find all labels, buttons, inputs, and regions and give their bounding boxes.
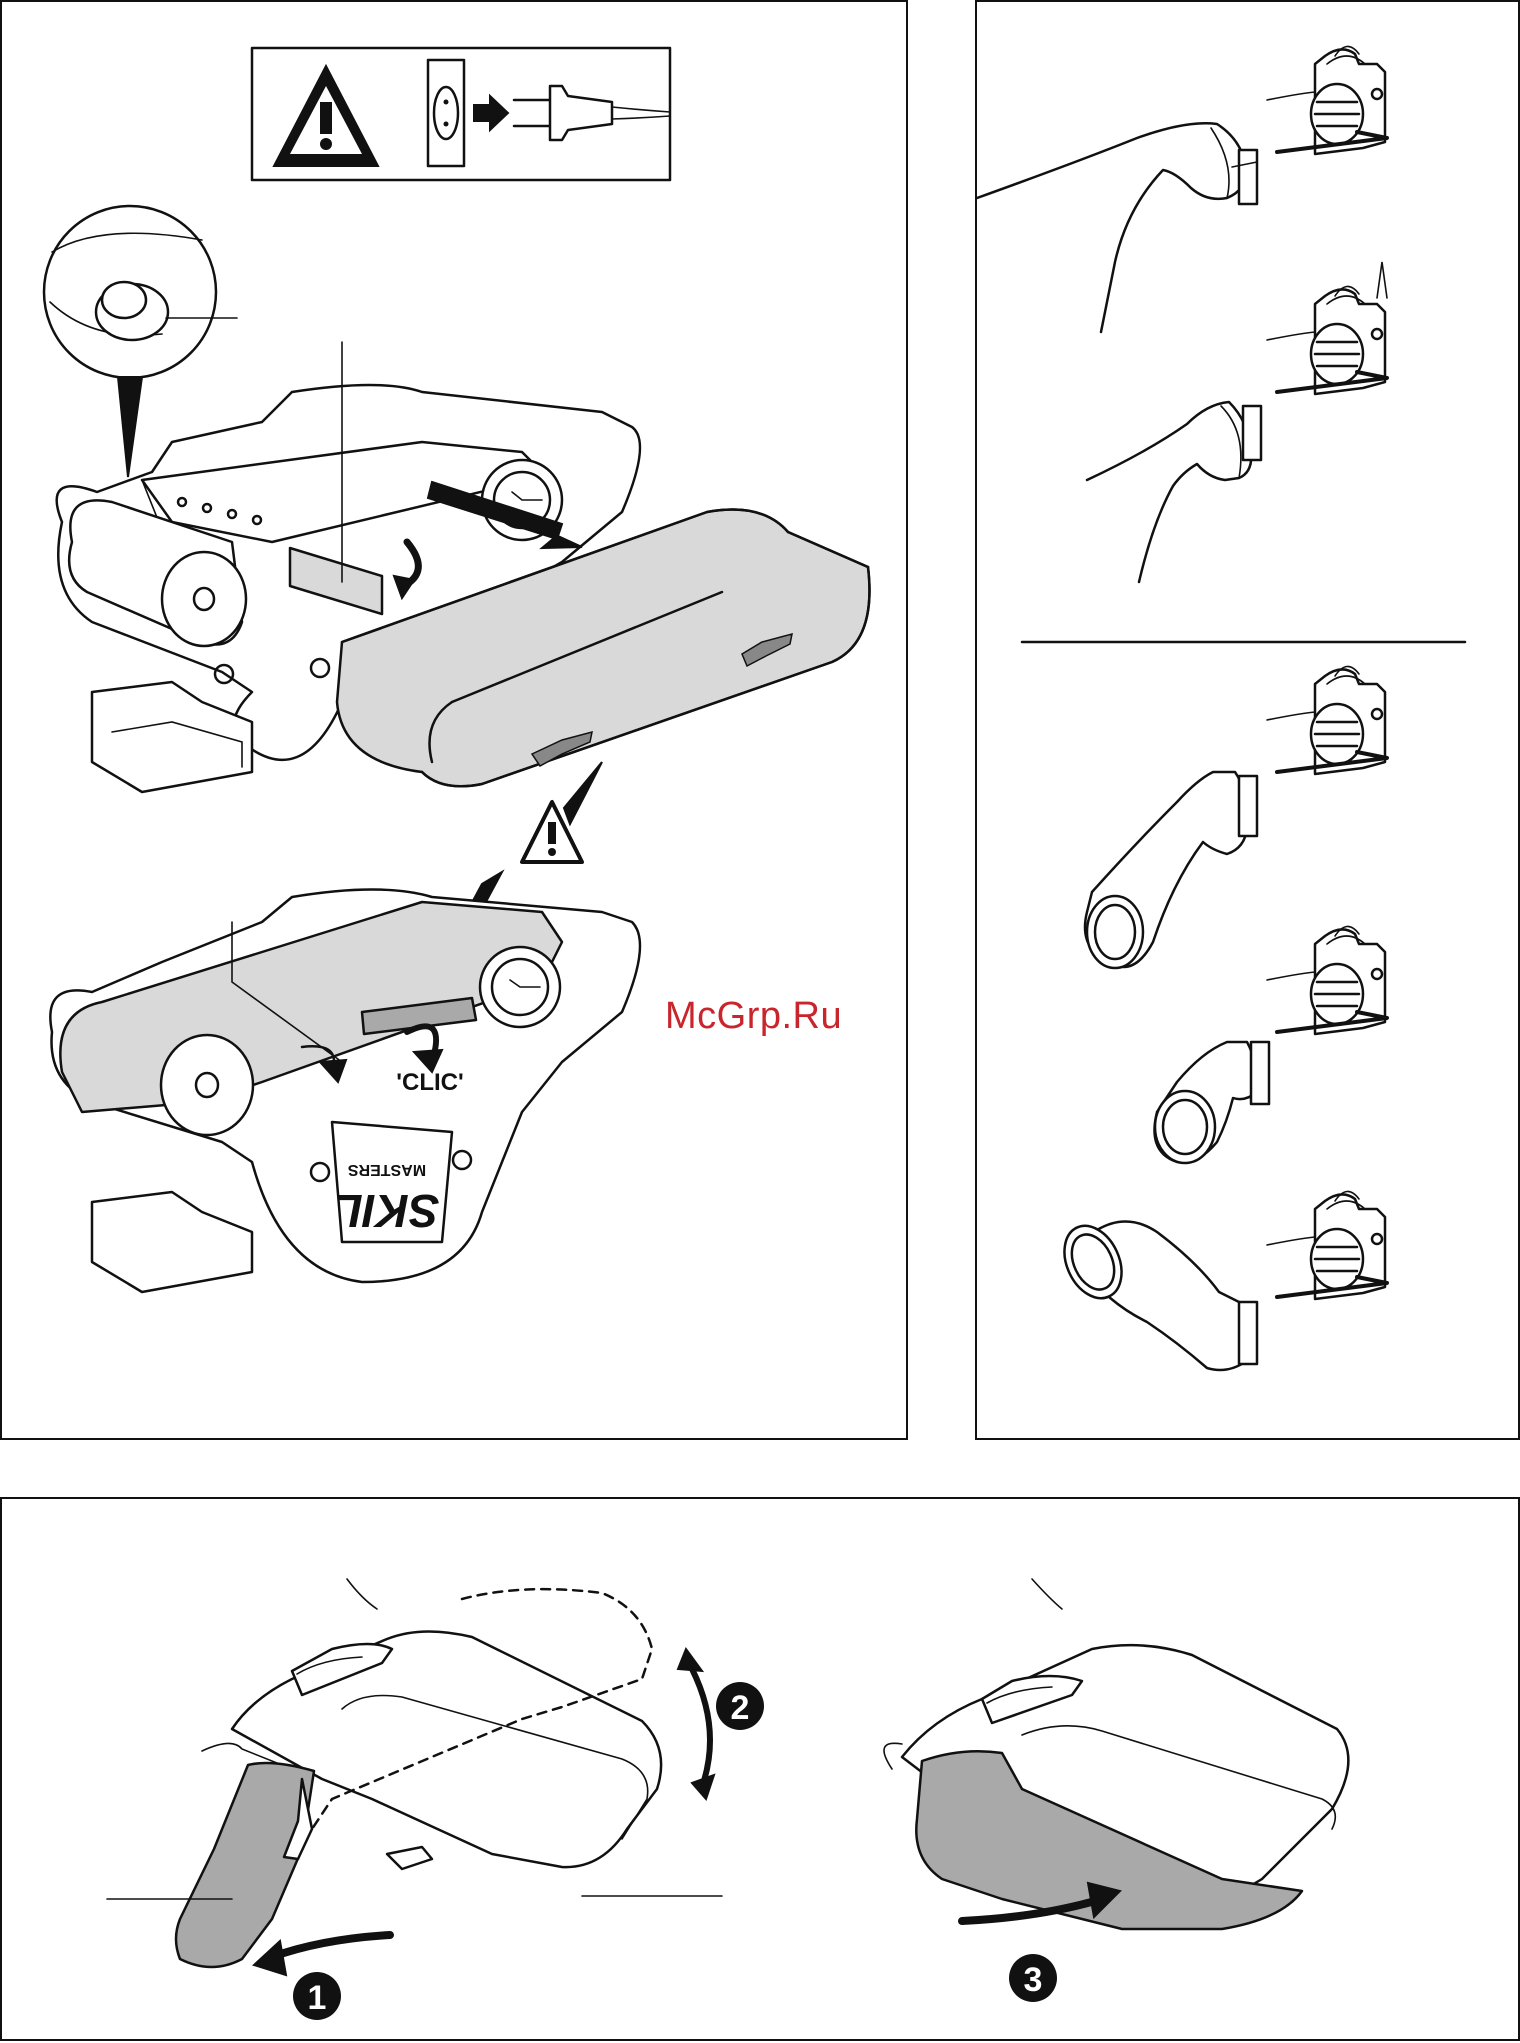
belt-cover-illustration: 1 2 3	[2, 1499, 1520, 2043]
warning-triangle-icon	[274, 66, 378, 166]
belt-replacement-panel: 'CLIC' SKIL MASTERS	[0, 0, 908, 1440]
belt-replacement-illustration: 'CLIC' SKIL MASTERS	[2, 2, 910, 1442]
watermark: McGrp.Ru	[665, 995, 842, 1038]
dust-port	[1267, 1191, 1387, 1299]
brand-label: SKIL	[335, 1185, 440, 1237]
dust-port	[1267, 926, 1387, 1034]
belt-cover-panel: 1 2 3	[0, 1497, 1520, 2041]
dust-port	[1267, 666, 1387, 774]
sander-cover-closed: 3	[884, 1579, 1348, 2002]
dust-port	[1267, 46, 1387, 154]
unplug-warning-box	[252, 48, 670, 180]
plug-icon	[514, 86, 670, 140]
brand-sub-label: MASTERS	[348, 1161, 427, 1178]
step-3-label: 3	[1024, 1961, 1043, 1999]
skil-logo: SKIL MASTERS	[335, 1161, 440, 1237]
step-2-label: 2	[731, 1689, 750, 1727]
wall-socket-icon	[428, 60, 464, 166]
sander-lower: 'CLIC' SKIL MASTERS	[50, 890, 640, 1293]
arrow-right-icon	[474, 96, 508, 130]
dust-adapter-panel	[975, 0, 1520, 1440]
dust-port	[1267, 286, 1387, 394]
step-1-label: 1	[308, 1979, 327, 2017]
sander-cover-open: 1 2	[107, 1579, 764, 2020]
clic-label: 'CLIC'	[396, 1069, 463, 1096]
dust-adapter-illustration	[977, 2, 1520, 1442]
